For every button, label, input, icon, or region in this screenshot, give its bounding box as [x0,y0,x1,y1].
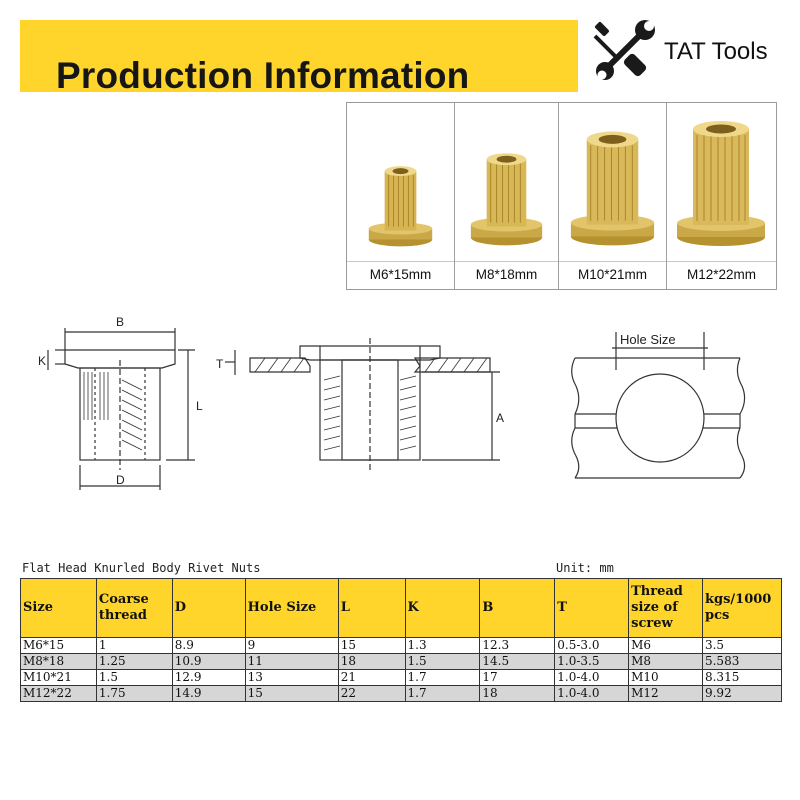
table-row: M10*21 1.5 12.9 13 21 1.7 17 1.0-4.0 M10… [20,669,783,686]
product-photo-m12: M12*22mm [667,103,776,289]
dim-label-k: K [38,354,46,368]
table-cell: 14.9 [171,685,246,702]
table-cell: 1.25 [95,653,173,670]
dim-label-l: L [196,399,203,413]
dim-label-d: D [116,473,125,487]
product-photo-strip: M6*15mm M8*18mm [346,102,777,290]
table-cell: 1.75 [95,685,173,702]
table-cell: 1.5 [95,669,173,686]
table-cell: 1 [95,637,173,654]
product-photo-m6: M6*15mm [347,103,455,289]
dim-label-b: B [116,315,124,329]
table-row: M8*18 1.25 10.9 11 18 1.5 14.5 1.0-3.5 M… [20,653,783,670]
hole-view-drawing [571,330,746,479]
photo-label: M10*21mm [559,261,666,288]
table-cell: 1.0-3.5 [554,653,630,670]
cross-section-drawing [225,338,500,470]
table-cell: 14.5 [479,653,556,670]
rivet-nut-image [470,153,543,246]
table-cell: M6*15 [20,637,97,654]
table-cell: 8.315 [701,669,783,686]
photo-label: M8*18mm [455,261,558,288]
table-cell: M12 [628,685,703,702]
rivet-nut-image [368,166,433,247]
col-header-size: Size [20,578,97,638]
table-cell: 15 [337,637,406,654]
product-photo-m10: M10*21mm [559,103,667,289]
rivet-nut-image [570,131,655,246]
table-cell: 1.0-4.0 [554,685,630,702]
brand-logo: TAT Tools [592,18,792,88]
col-header-hole-size: Hole Size [244,578,339,638]
product-photo-m8: M8*18mm [455,103,559,289]
table-caption: Flat Head Knurled Body Rivet Nuts [22,561,261,575]
table-cell: 9 [244,637,339,654]
rivet-nut-image [677,121,765,246]
col-header-weight: kgs/1000 pcs [701,578,783,638]
photo-label: M6*15mm [347,261,454,288]
table-cell: 11 [244,653,339,670]
col-header-b: B [479,578,556,638]
table-cell: 0.5-3.0 [554,637,630,654]
table-cell: M12*22 [20,685,97,702]
wrench-screwdriver-icon [593,20,655,80]
table-cell: 8.9 [171,637,246,654]
table-cell: 3.5 [701,637,783,654]
table-row: M6*15 1 8.9 9 15 1.3 12.3 0.5-3.0 M6 3.5 [20,637,783,654]
col-header-t: T [554,578,630,638]
table-cell: 1.3 [404,637,481,654]
photo-label: M12*22mm [667,261,776,288]
col-header-thread-size: Thread size of screw [628,578,703,638]
table-cell: M8 [628,653,703,670]
table-cell: 21 [337,669,406,686]
table-cell: M10 [628,669,703,686]
dim-label-t: T [216,357,224,371]
table-cell: 10.9 [171,653,246,670]
table-cell: M6 [628,637,703,654]
table-cell: 18 [479,685,556,702]
table-cell: 1.5 [404,653,481,670]
table-row: M12*22 1.75 14.9 15 22 1.7 18 1.0-4.0 M1… [20,685,783,702]
col-header-coarse-thread: Coarse thread [95,578,173,638]
page-title: Production Information [56,55,470,96]
table-cell: 1.7 [404,685,481,702]
col-header-l: L [337,578,406,638]
technical-drawings: B K L D T A Hole Size [38,315,746,490]
side-view-drawing [47,328,195,490]
title-banner: Production Information [20,20,578,96]
table-cell: 12.9 [171,669,246,686]
table-cell: 17 [479,669,556,686]
table-cell: 22 [337,685,406,702]
col-header-k: K [404,578,481,638]
spec-table: Size Coarse thread D Hole Size L K B T T… [20,578,783,702]
table-cell: M8*18 [20,653,97,670]
table-cell: 15 [244,685,339,702]
table-cell: 13 [244,669,339,686]
table-cell: 9.92 [701,685,783,702]
brand-name: TAT Tools [664,38,768,65]
table-cell: 18 [337,653,406,670]
table-cell: 1.0-4.0 [554,669,630,686]
table-unit: Unit: mm [556,561,614,575]
table-cell: 12.3 [479,637,556,654]
table-cell: 5.583 [701,653,783,670]
table-cell: 1.7 [404,669,481,686]
table-cell: M10*21 [20,669,97,686]
dim-label-hole-size: Hole Size [620,332,676,347]
table-header-row: Size Coarse thread D Hole Size L K B T T… [20,578,783,638]
col-header-d: D [171,578,246,638]
dim-label-a: A [496,411,504,425]
